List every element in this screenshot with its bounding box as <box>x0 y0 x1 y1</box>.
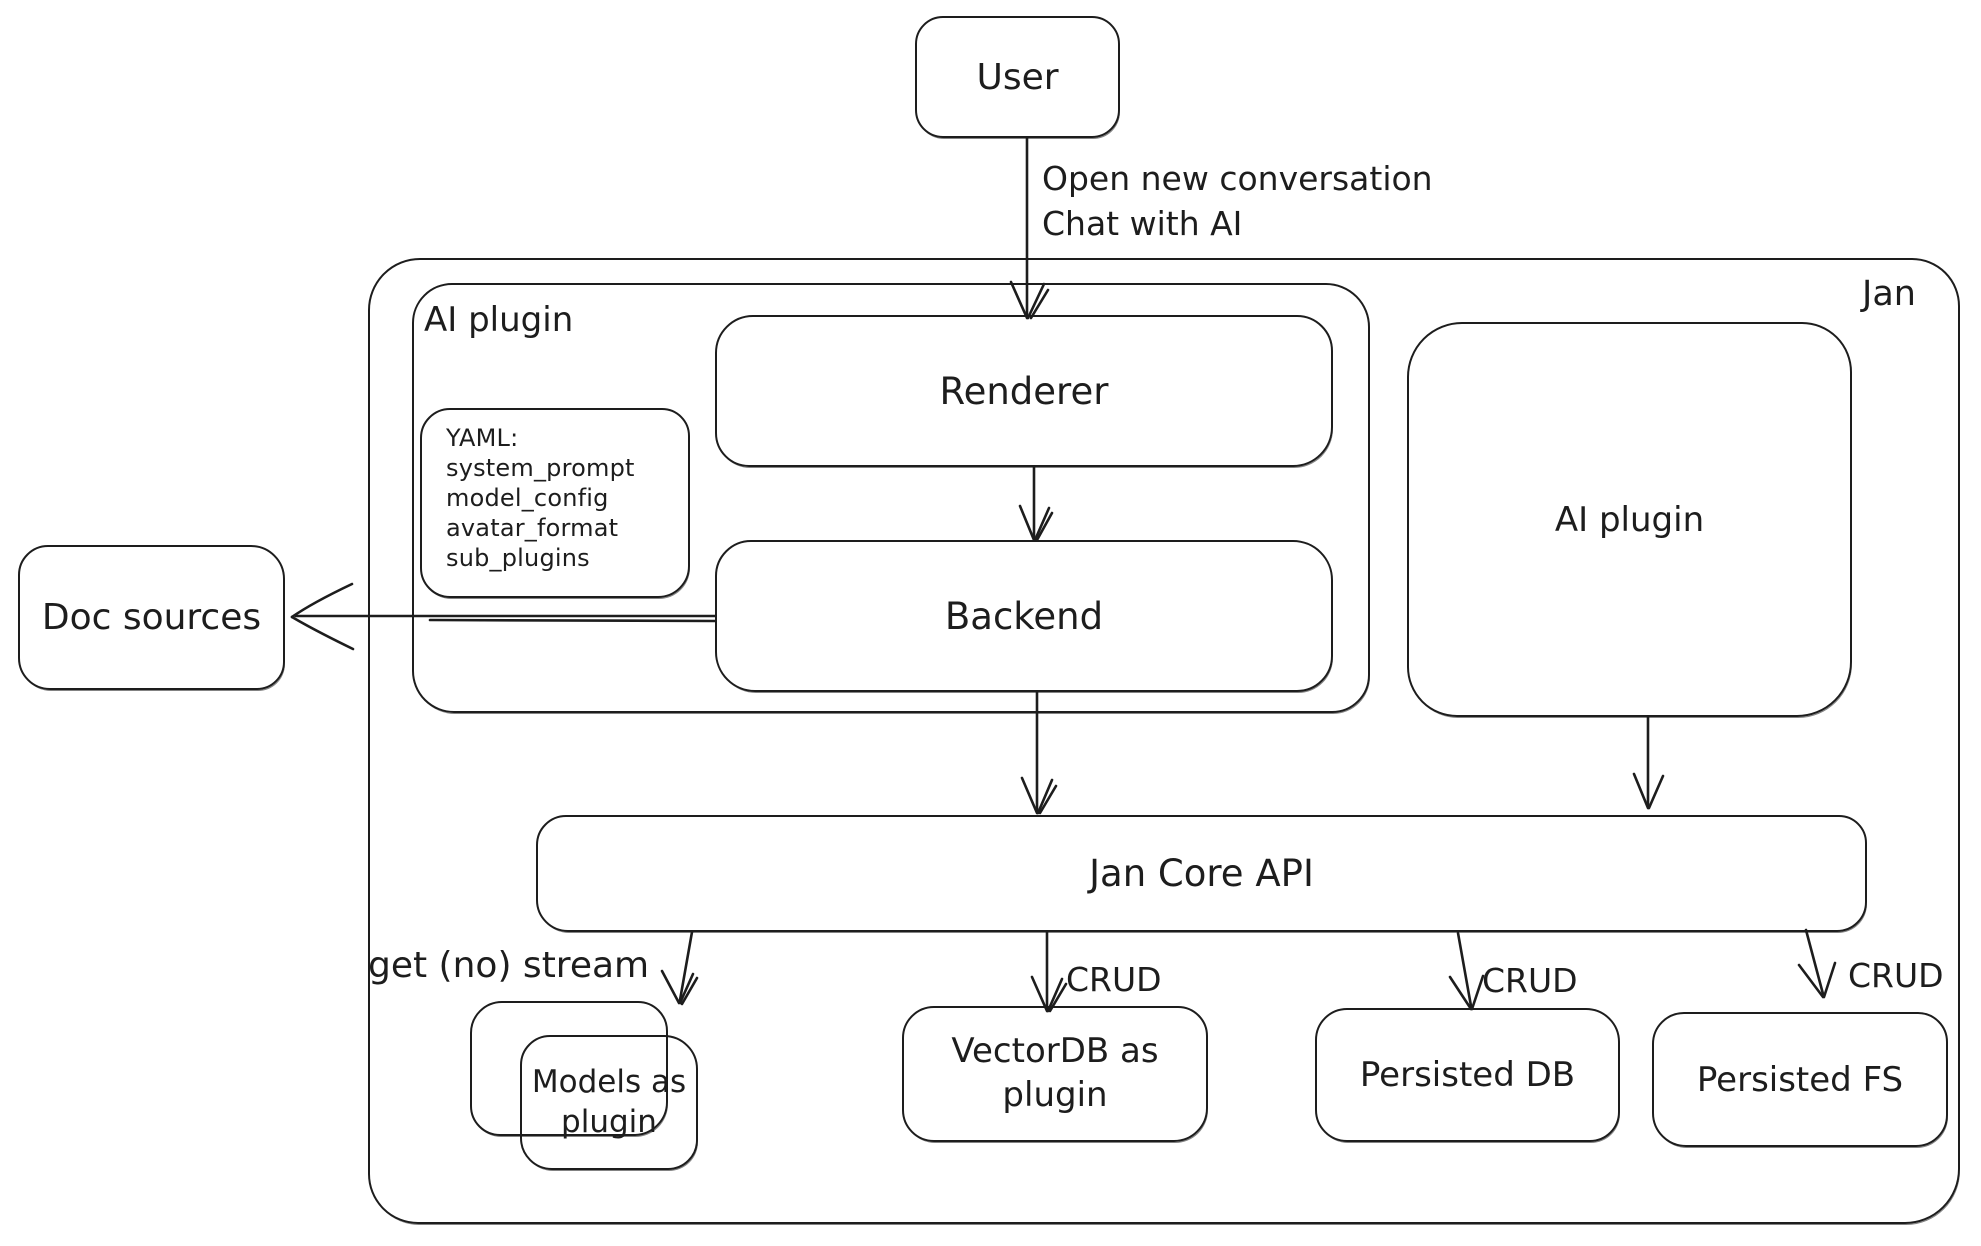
backend-node-label: Backend <box>944 594 1104 638</box>
doc-sources-node: Doc sources <box>18 545 285 690</box>
renderer-node-label: Renderer <box>939 369 1109 413</box>
jan-core-api-node-label: Jan Core API <box>1089 852 1314 895</box>
persisted-fs-node: Persisted FS <box>1652 1012 1948 1147</box>
edge-label-crud-persisted-fs: CRUD <box>1848 956 1944 995</box>
edge-label-get-no-stream: get (no) stream <box>368 945 650 986</box>
persisted-fs-node-label: Persisted FS <box>1696 1059 1904 1100</box>
yaml-note-text: YAML: system_prompt model_config avatar_… <box>446 424 635 572</box>
ai-plugin-right-node: AI plugin <box>1407 322 1852 717</box>
backend-node: Backend <box>715 540 1333 692</box>
doc-sources-node-label: Doc sources <box>41 597 262 638</box>
persisted-db-node-label: Persisted DB <box>1359 1055 1576 1095</box>
user-node-label: User <box>976 56 1059 98</box>
edge-label-user-action: Open new conversation Chat with AI <box>1042 159 1433 243</box>
edge-label-crud-vectordb: CRUD <box>1066 960 1162 999</box>
models-plugin-node-label: Models as plugin <box>531 1063 687 1140</box>
vectordb-plugin-node-label: VectorDB as plugin <box>951 1031 1159 1115</box>
jan-container-label: Jan <box>1862 274 1916 314</box>
vectordb-plugin-node: VectorDB as plugin <box>902 1006 1208 1142</box>
yaml-note: YAML: system_prompt model_config avatar_… <box>420 408 690 598</box>
edge-label-crud-persisted-db: CRUD <box>1482 961 1578 1000</box>
jan-core-api-node: Jan Core API <box>536 815 1867 932</box>
ai-plugin-container <box>412 283 1370 713</box>
ai-plugin-right-node-label: AI plugin <box>1554 499 1705 540</box>
jan-container <box>368 258 1960 1224</box>
ai-plugin-container-label: AI plugin <box>424 300 574 340</box>
renderer-node: Renderer <box>715 315 1333 467</box>
user-node: User <box>915 16 1120 138</box>
models-plugin-node: Models as plugin <box>520 1035 698 1170</box>
persisted-db-node: Persisted DB <box>1315 1008 1620 1142</box>
